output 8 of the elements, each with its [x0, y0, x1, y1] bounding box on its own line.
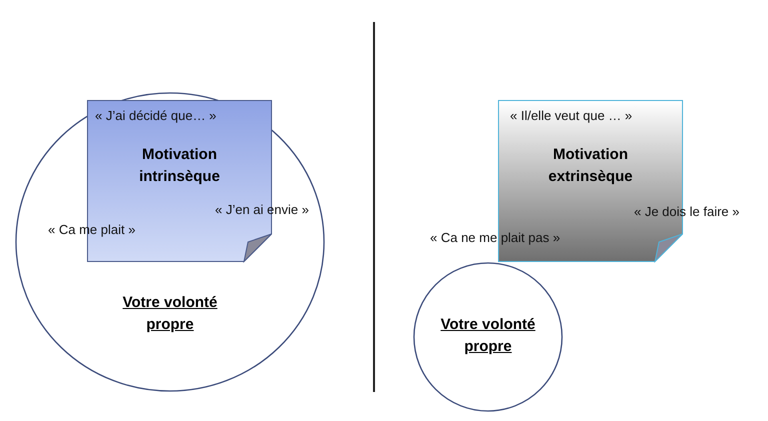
- quote-text: « Il/elle veut que … »: [510, 108, 632, 123]
- note-title: Motivation extrinsèque: [547, 145, 634, 187]
- quote-text: « Ca ne me plait pas »: [430, 230, 560, 245]
- circle-label: Votre volonté propre: [122, 293, 218, 335]
- circle-label: Votre volonté propre: [440, 315, 536, 357]
- quote-text: « Ca me plait »: [48, 222, 136, 237]
- note-title: Motivation intrinsèque: [138, 145, 221, 187]
- quote-text: « J’ai décidé que… »: [95, 108, 216, 123]
